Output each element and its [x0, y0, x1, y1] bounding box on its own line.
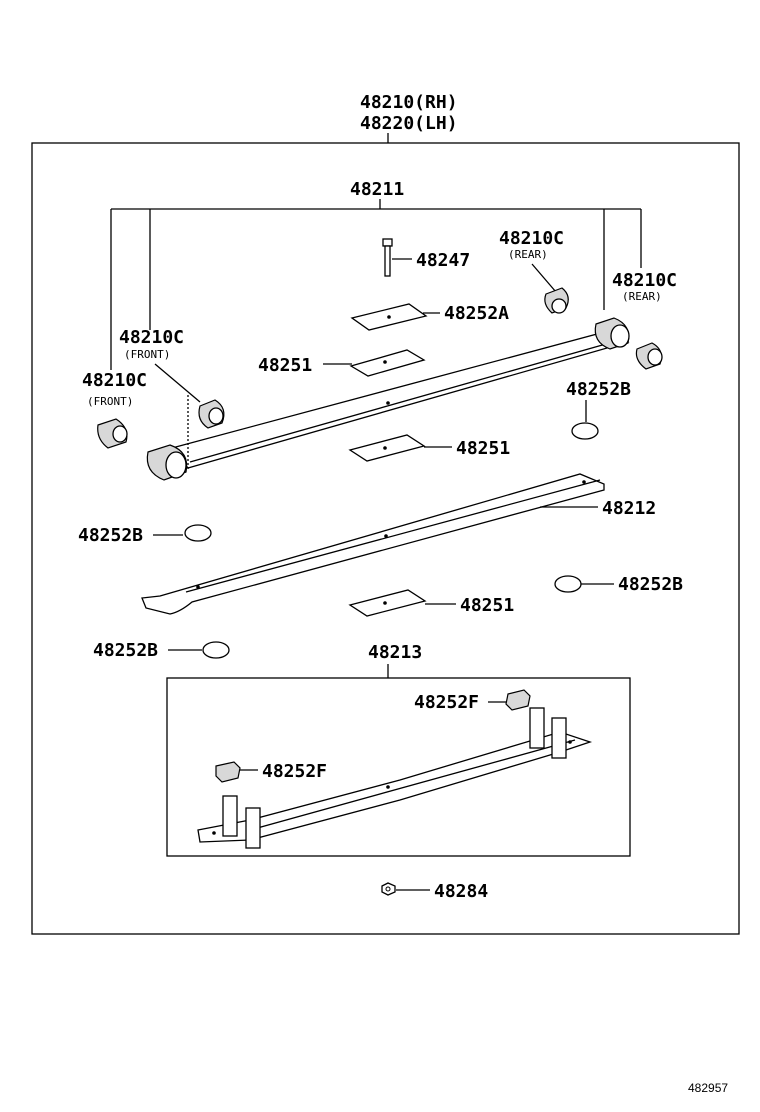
- clip-f-top-label: 48252F: [414, 692, 479, 713]
- silencer-b-right: 48252B: [554, 574, 683, 595]
- bushing-front-right: 48210C (FRONT): [119, 327, 225, 429]
- insert-a: 48252A: [350, 303, 509, 331]
- center-bolt-label: 48247: [416, 250, 470, 271]
- clamp-right-1: [529, 707, 545, 749]
- clamp-right-2: [551, 717, 567, 759]
- silencer-b-bottom-label: 48252B: [93, 640, 158, 661]
- third-leaf-frame: [166, 677, 631, 857]
- insert-a-label: 48252A: [444, 303, 509, 324]
- liner-top: 48251: [258, 349, 426, 377]
- third-leaf-label: 48213: [368, 642, 422, 663]
- third-leaf-no3-group: 48213 48252F 48252F: [166, 642, 631, 857]
- figure-reference: 482957: [688, 1081, 728, 1095]
- second-leaf-label: 48212: [602, 498, 656, 519]
- liner-top-label: 48251: [258, 355, 312, 376]
- liner-bottom: 48251: [348, 589, 514, 617]
- liner-mid: 48251: [348, 434, 510, 462]
- center-bolt: 48247: [382, 238, 470, 277]
- leaf-no1-label: 48211: [350, 179, 404, 200]
- bushing-rear-right: 48210C (REAR): [612, 270, 677, 370]
- bushing-front-right-note: (FRONT): [124, 348, 170, 361]
- liner-bottom-label: 48251: [460, 595, 514, 616]
- main-leaf-no1: [146, 317, 630, 481]
- liner-mid-label: 48251: [456, 438, 510, 459]
- leaf-no1-bracket: 48211: [110, 179, 642, 370]
- clamp-left-1: [222, 795, 238, 837]
- silencer-b-top: 48252B: [566, 379, 631, 440]
- silencer-b-left-label: 48252B: [78, 525, 143, 546]
- clip-f-top: 48252F: [414, 689, 531, 713]
- bushing-rear-left-note: (REAR): [508, 248, 548, 261]
- silencer-b-bottom: 48252B: [93, 640, 230, 661]
- nut: 48284: [381, 881, 488, 902]
- assembly-code-rh: 48210(RH): [360, 92, 458, 113]
- bushing-rear-left-label: 48210C: [499, 228, 564, 249]
- bushing-rear-right-label: 48210C: [612, 270, 677, 291]
- bushing-front-left: 48210C (FRONT): [82, 370, 147, 449]
- clip-f-left-label: 48252F: [262, 761, 327, 782]
- bushing-front-left-label: 48210C: [82, 370, 147, 391]
- bushing-front-right-label: 48210C: [119, 327, 184, 348]
- assembly-frame: [31, 142, 740, 935]
- silencer-b-top-label: 48252B: [566, 379, 631, 400]
- bushing-rear-right-note: (REAR): [622, 290, 662, 303]
- clamp-left-2: [245, 807, 261, 849]
- bushing-front-left-note: (FRONT): [87, 395, 133, 408]
- clip-f-left: 48252F: [215, 761, 327, 783]
- bushing-rear-left: 48210C (REAR): [499, 228, 569, 314]
- second-leaf-no2: 48212: [141, 473, 656, 615]
- nut-label: 48284: [434, 881, 488, 902]
- silencer-b-right-label: 48252B: [618, 574, 683, 595]
- assembly-code-lh: 48220(LH): [360, 113, 458, 134]
- silencer-b-left: 48252B: [78, 524, 212, 546]
